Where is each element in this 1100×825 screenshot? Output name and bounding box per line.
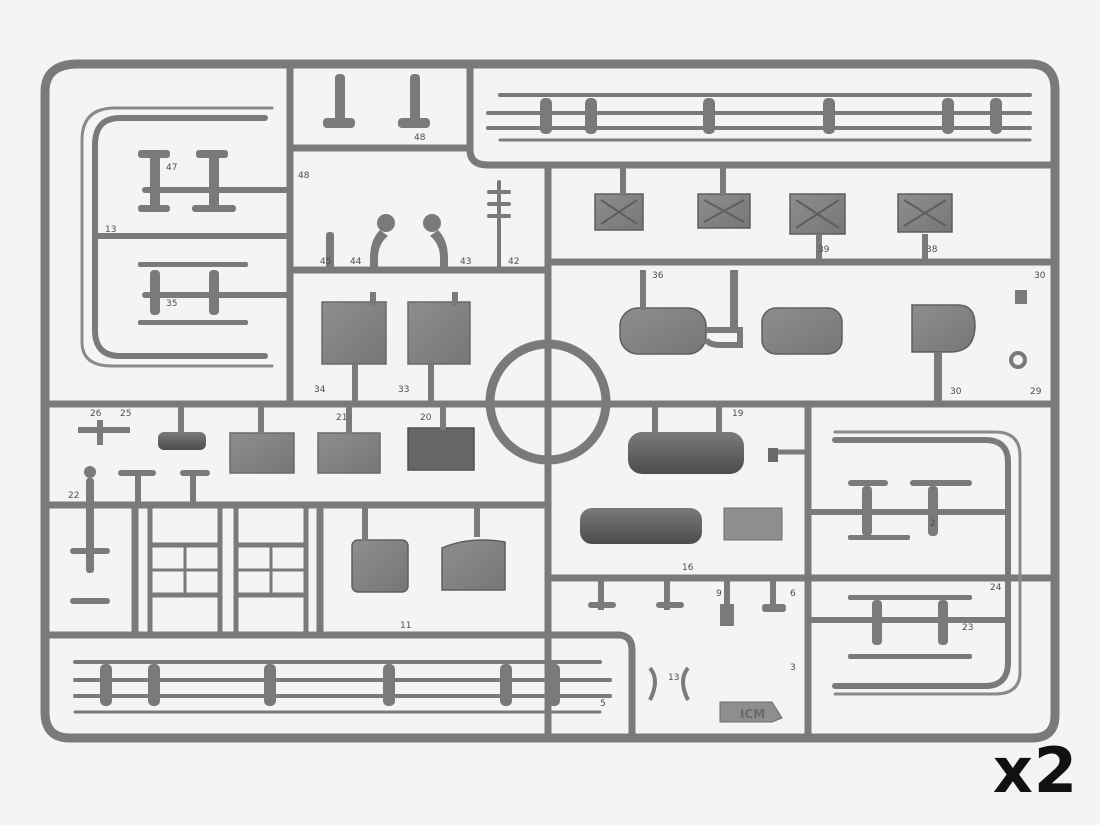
part-number: 9 [716, 589, 722, 599]
part-number: 5 [600, 699, 606, 709]
part-number: 48 [298, 171, 310, 181]
part-number: 6 [790, 589, 796, 599]
part-number: 22 [68, 491, 79, 501]
fitting-parts [70, 466, 210, 604]
part-number: 25 [120, 409, 131, 419]
rail-connectors-top-right [540, 98, 1002, 134]
rail-connectors-bottom-left [100, 664, 560, 706]
handrail-part [80, 106, 293, 368]
part-number: 39 [818, 245, 830, 255]
part-number: 13 [668, 673, 679, 683]
logo-tab: ICM [719, 701, 783, 723]
central-ring-runner [485, 339, 611, 465]
cylinder-parts [580, 404, 808, 544]
handrail-part-right [805, 430, 1022, 696]
hatch-parts [351, 505, 506, 593]
latch-parts [323, 74, 511, 270]
part-number: 19 [732, 409, 744, 419]
logo-text: ICM [740, 707, 765, 721]
stanchion-parts-left [138, 150, 248, 325]
part-number: 34 [314, 385, 326, 395]
part-number: 30 [1034, 271, 1046, 281]
part-number: 21 [336, 413, 347, 423]
part-number: 45 [320, 257, 331, 267]
rail-parts-bottom-left [73, 660, 612, 714]
part-number: 38 [926, 245, 938, 255]
part-number-labels: 48 48 45 44 43 42 34 33 20 21 36 30 29 3… [68, 133, 1046, 709]
part-number: 20 [420, 413, 432, 423]
grille-parts [147, 505, 309, 635]
hook-parts [326, 214, 448, 270]
sprue-outer-frame [40, 59, 1060, 743]
part-number: 16 [682, 563, 694, 573]
panel-parts-middle [78, 404, 475, 474]
part-number: 36 [652, 271, 664, 281]
part-number: 11 [400, 621, 411, 631]
toolbox-parts [619, 270, 1027, 404]
jerrycan-parts [594, 168, 953, 262]
rail-parts-top-right [486, 93, 1032, 142]
part-number: 24 [990, 583, 1002, 593]
part-number: 35 [166, 299, 177, 309]
sprue-runners [46, 62, 1054, 739]
part-number: 23 [962, 623, 973, 633]
bracket-parts [588, 580, 786, 701]
part-number: 47 [166, 163, 177, 173]
part-number: 44 [350, 257, 362, 267]
part-number: 30 [950, 387, 962, 397]
part-number: 43 [460, 257, 471, 267]
part-number: 26 [90, 409, 102, 419]
part-number: 3 [790, 663, 796, 673]
part-number: 33 [398, 385, 409, 395]
part-number: 48 [414, 133, 426, 143]
panel-parts-upper [321, 292, 471, 404]
part-number: 13 [105, 225, 116, 235]
part-number: 29 [1030, 387, 1042, 397]
part-number: 2 [930, 519, 936, 529]
quantity-label: x2 [992, 734, 1078, 807]
stanchion-parts-right [848, 480, 972, 659]
part-number: 42 [508, 257, 519, 267]
